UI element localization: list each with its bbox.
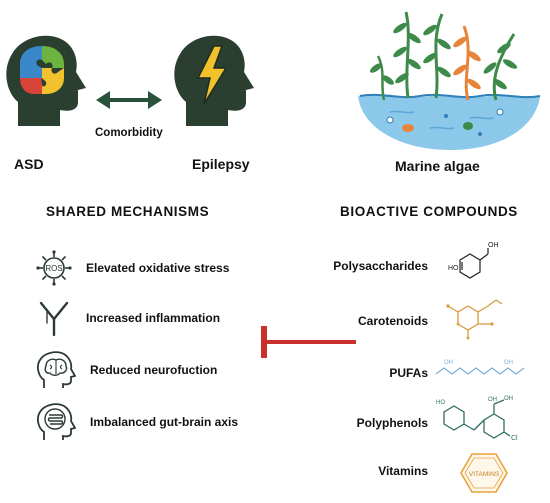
comorbidity-arrow	[96, 91, 162, 109]
marine-algae-label: Marine algae	[395, 158, 480, 174]
epilepsy-head-icon	[174, 35, 254, 126]
carotenoid-structure-icon	[446, 299, 503, 340]
compound-polysaccharides-label: Polysaccharides	[333, 259, 428, 273]
pufa-structure-icon: OH OH	[435, 360, 525, 375]
vitamin-hexagon-icon: VITAMINS	[460, 453, 508, 493]
mechanism-label: Elevated oxidative stress	[86, 261, 230, 275]
ros-icon: ROS	[36, 250, 72, 286]
svg-text:OH: OH	[488, 397, 497, 403]
svg-text:OH: OH	[504, 360, 513, 366]
shared-mechanisms-heading: SHARED MECHANISMS	[46, 204, 210, 219]
inhibition-arrow	[261, 326, 356, 358]
svg-text:OH: OH	[504, 396, 513, 402]
polyphenol-structure-icon: HO OH OH Cl	[436, 396, 518, 442]
ros-text: ROS	[45, 264, 62, 273]
gut-head-icon	[37, 403, 76, 440]
compound-carotenoids-label: Carotenoids	[357, 314, 428, 328]
compound-pufas-label: PUFAs	[389, 366, 428, 380]
asd-head-icon	[6, 35, 86, 126]
compound-vitamins-label: Vitamins	[378, 464, 428, 478]
lightning-icon	[196, 45, 228, 105]
bioactive-compounds-heading: BIOACTIVE COMPOUNDS	[340, 204, 518, 219]
compound-polyphenols-label: Polyphenols	[356, 416, 428, 430]
svg-text:OH: OH	[444, 360, 453, 366]
mechanism-label: Imbalanced gut-brain axis	[90, 415, 239, 429]
antibody-icon	[39, 301, 69, 337]
mechanism-inflammation: Increased inflammation	[36, 298, 220, 338]
epilepsy-label: Epilepsy	[192, 156, 250, 172]
brain-head-icon	[37, 351, 76, 388]
svg-text:HO: HO	[436, 400, 445, 406]
asd-label: ASD	[14, 156, 44, 172]
comorbidity-label: Comorbidity	[95, 127, 163, 139]
mechanism-label: Increased inflammation	[86, 311, 221, 325]
svg-text:OH: OH	[488, 242, 498, 249]
polysaccharide-structure-icon: OH HO	[448, 242, 498, 279]
mechanism-neurofunction: Reduced neurofuction	[36, 350, 217, 390]
svg-text:HO: HO	[448, 265, 459, 272]
vitamins-text: VITAMINS	[469, 471, 500, 478]
svg-text:Cl: Cl	[511, 435, 518, 442]
mechanism-oxidative-stress: ROS Elevated oxidative stress	[36, 248, 229, 288]
mechanism-label: Reduced neurofuction	[90, 363, 218, 377]
marine-algae-icon	[358, 11, 541, 150]
mechanism-gut-brain: Imbalanced gut-brain axis	[36, 402, 238, 442]
